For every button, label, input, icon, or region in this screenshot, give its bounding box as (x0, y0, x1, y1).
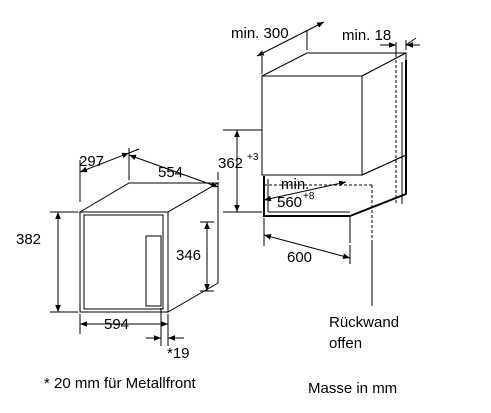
units-note: Masse in mm (308, 380, 397, 397)
back-wall-label-line2: offen (329, 335, 362, 352)
upper-cabinet-front (261, 75, 363, 176)
dim-niche-depth-600-label: 600 (287, 249, 312, 266)
dim-height-382: 382 (16, 212, 61, 312)
back-wall-label-line1: Rückwand (329, 314, 399, 331)
footnote: * 20 mm für Metallfront (44, 375, 197, 392)
microwave-control-panel (145, 235, 162, 307)
dim-front-height-346-label: 346 (176, 247, 201, 264)
dim-width-554: 554 (128, 154, 219, 188)
microwave-unit (78, 182, 220, 313)
dim-niche-height-362-tolerance: +3 (247, 152, 259, 163)
dim-niche-depth-min300: min. 300 (231, 21, 325, 57)
dim-side-gap-min18-label: min. 18 (342, 27, 391, 44)
dim-height-382-label: 382 (16, 231, 41, 248)
niche-cabinet (261, 52, 407, 243)
dim-niche-width-560: min. 560 +8 (263, 176, 347, 211)
dim-niche-width-560-tolerance: +8 (303, 191, 315, 202)
dim-depth-297-label: 297 (79, 153, 104, 170)
dim-front-thickness-19: *19 (146, 334, 190, 362)
dim-niche-depth-min300-label: min. 300 (231, 25, 289, 42)
dim-side-gap-min18: min. 18 (342, 27, 420, 48)
back-wall-leader: Rückwand offen (329, 243, 399, 352)
dim-niche-depth-600: 600 (263, 234, 351, 266)
microwave-door (83, 214, 164, 310)
dim-niche-height-362: 362 +3 (218, 130, 259, 212)
dim-front-width-594: 594 (80, 316, 168, 333)
dim-niche-height-362-label: 362 (218, 155, 243, 172)
dim-front-height-346: 346 (176, 221, 214, 292)
dim-niche-width-min-label: min. (281, 176, 309, 193)
dim-front-width-594-label: 594 (104, 316, 129, 333)
dim-niche-width-560-label: 560 (277, 194, 302, 211)
dim-width-554-label: 554 (158, 164, 183, 181)
dim-front-thickness-19-label: *19 (167, 345, 190, 362)
dim-depth-297: 297 (79, 148, 140, 173)
